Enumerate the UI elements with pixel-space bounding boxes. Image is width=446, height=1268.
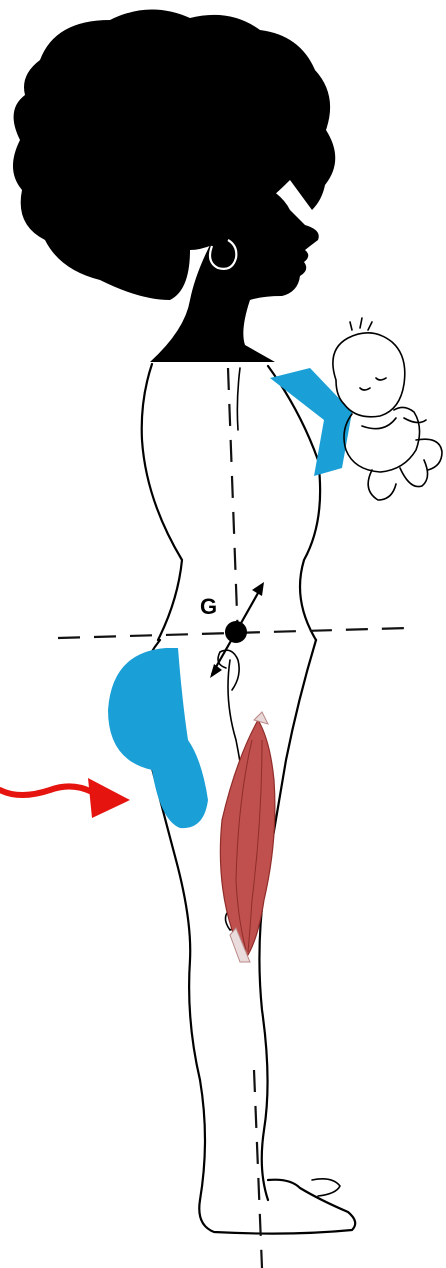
gravity-label: G (200, 594, 217, 619)
lower-vertical-line (254, 1070, 262, 1268)
highlight-regions (108, 368, 352, 828)
baby-hair (350, 318, 372, 330)
vertical-gravity-line (228, 368, 238, 640)
back-outline (142, 364, 182, 640)
thigh-muscle-icon (220, 712, 275, 962)
baby-legs (368, 439, 442, 500)
baby-sketch-icon (333, 318, 442, 500)
baby-arm (362, 418, 426, 429)
center-of-gravity: G (200, 582, 264, 678)
tendon-top (254, 712, 268, 724)
toes-outline (312, 1179, 340, 1196)
foot-outline (199, 1180, 355, 1234)
red-arrow-head (88, 778, 130, 818)
gravity-arrowhead-down (210, 664, 222, 678)
upper-back-highlight (270, 368, 352, 476)
muscle-belly (220, 720, 275, 958)
arm-outline (237, 368, 240, 430)
afro-head-silhouette-icon (13, 9, 335, 362)
baby-head (333, 333, 405, 417)
baby-eye (360, 378, 386, 390)
red-arrow-shaft (0, 786, 92, 795)
baby-body (344, 407, 420, 472)
curved-red-arrow-icon (0, 778, 130, 818)
